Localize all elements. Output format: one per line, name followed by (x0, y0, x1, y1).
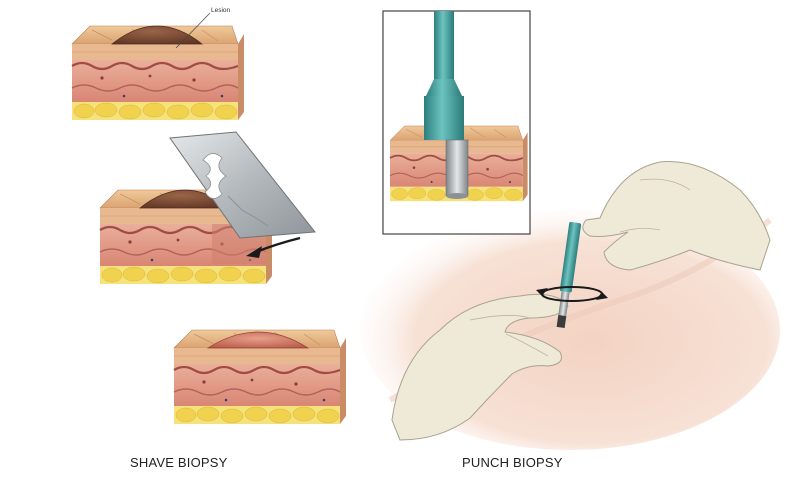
punch-detail-inset (382, 10, 531, 235)
rotation-arrow-icon (536, 286, 608, 302)
punch-tool-icon (424, 11, 469, 199)
skin-block-with-lesion (70, 24, 246, 122)
left-gloved-hand (391, 293, 569, 441)
shaved-lesion (206, 331, 310, 349)
lesion-label: Lesion (211, 7, 231, 14)
direction-arrow-icon (246, 236, 301, 258)
lesion-leader-line (175, 12, 211, 49)
shave-biopsy-caption: SHAVE BIOPSY (130, 455, 228, 470)
lesion (111, 25, 203, 45)
razor-blade-icon (169, 131, 316, 239)
punch-biopsy-caption: PUNCH BIOPSY (462, 455, 563, 470)
shave-biopsy-section: Lesion (70, 7, 348, 426)
skin-block-shaved (172, 328, 348, 426)
punch-biopsy-section (360, 10, 780, 450)
right-gloved-hand (582, 161, 771, 271)
